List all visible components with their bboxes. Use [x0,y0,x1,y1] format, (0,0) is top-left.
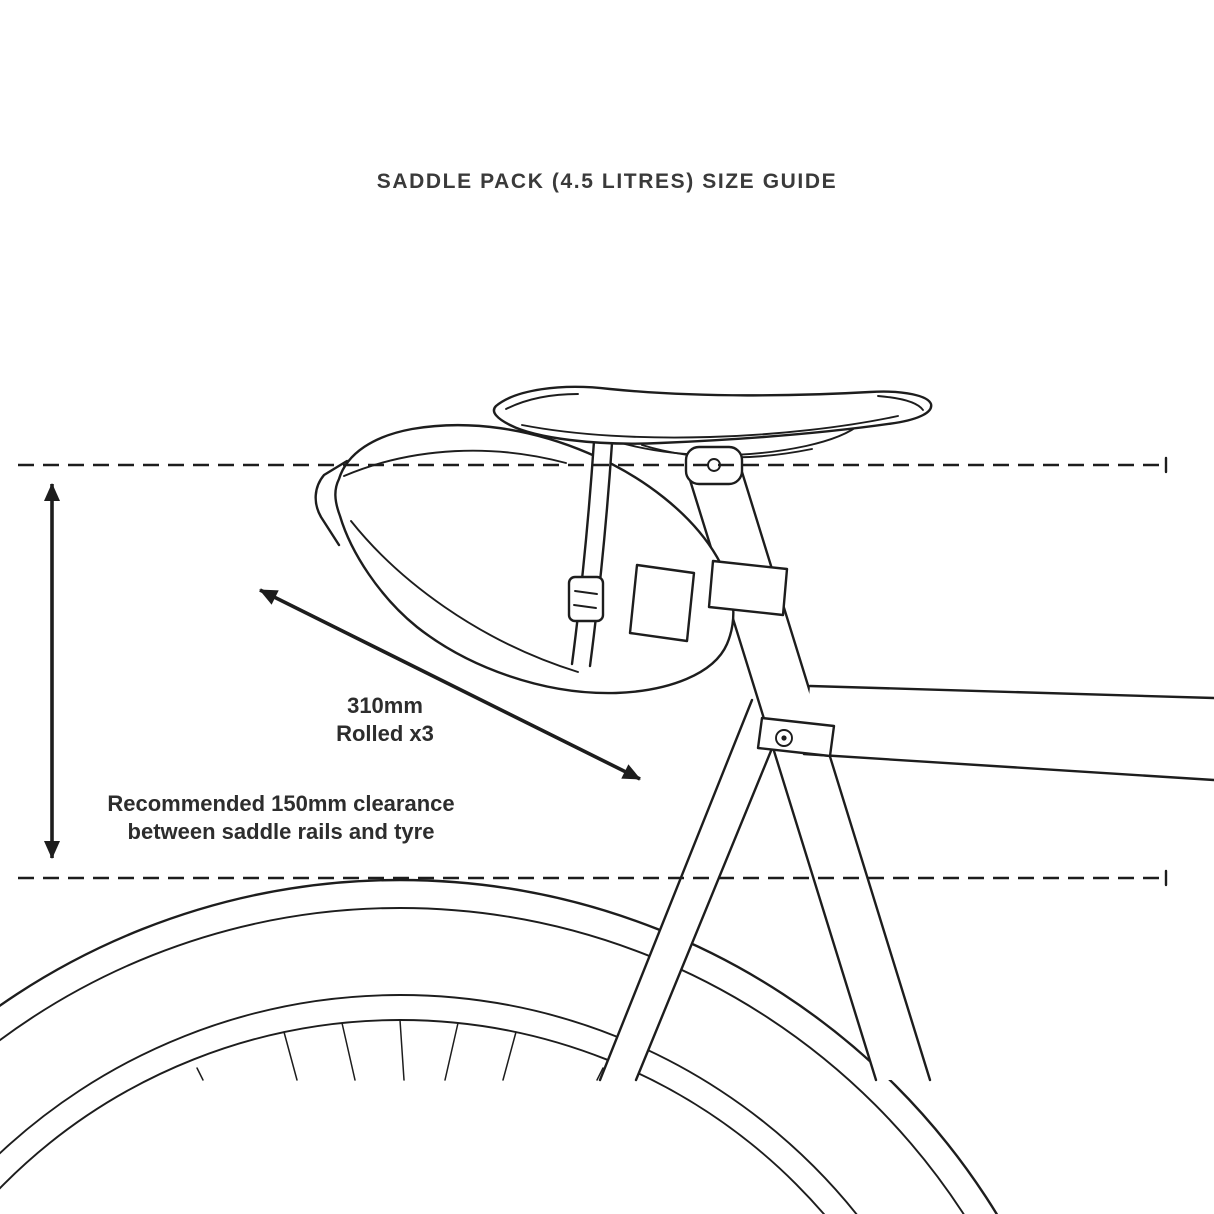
bag-length-arrow [259,588,641,781]
rear-wheel-drawing [0,879,998,1214]
clearance-line2: between saddle rails and tyre [127,819,435,844]
bag-label-patch [628,563,696,643]
bag-length-value: 310mm [347,693,423,718]
top-tube [802,684,1214,782]
seat-stay [600,700,782,1080]
clearance-label: Recommended 150mm clearance between sadd… [58,790,504,846]
saddle-rail [613,423,861,457]
wheel-spokes [196,1019,604,1081]
roll-closure-tail [314,459,349,547]
frame-bolt-plate [756,716,836,758]
upper-dashed-line [18,456,1168,474]
page-title: SADDLE PACK (4.5 LITRES) SIZE GUIDE [376,170,838,193]
lower-dashed-line [18,869,1168,887]
strap-buckle [567,575,605,623]
bag-length-label: 310mm Rolled x3 [255,692,515,748]
saddle-drawing [492,385,933,486]
bag-length-note: Rolled x3 [336,721,434,746]
seatpost-strap-drawing [707,559,789,617]
clearance-line1: Recommended 150mm clearance [107,791,455,816]
